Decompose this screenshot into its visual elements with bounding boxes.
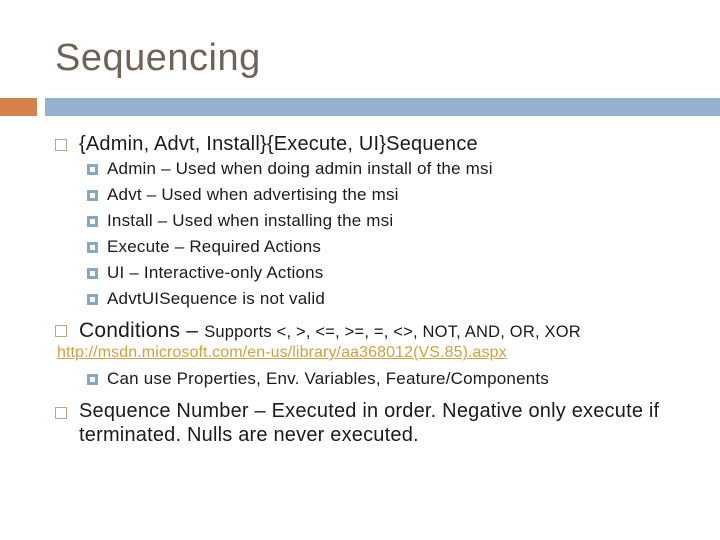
- sub-bullet-can-use: Can use Properties, Env. Variables, Feat…: [87, 368, 549, 390]
- square-bullet-icon: [87, 374, 98, 385]
- divider-orange-block: [0, 98, 37, 116]
- sub-bullet-text: Execute – Required Actions: [107, 237, 322, 256]
- conditions-lead-text: Conditions –: [79, 319, 205, 342]
- sub-bullet-admin: Admin – Used when doing admin install of…: [87, 158, 493, 180]
- sub-bullet-text: Can use Properties, Env. Variables, Feat…: [107, 369, 550, 388]
- sub-bullet-execute: Execute – Required Actions: [87, 236, 321, 258]
- square-bullet-icon: [87, 216, 98, 227]
- conditions-operators-text: Supports <, >, <=, >=, =, <>, NOT, AND, …: [204, 323, 581, 341]
- square-bullet-icon: [87, 164, 98, 175]
- square-bullet-icon: [87, 190, 98, 201]
- sub-bullet-advt: Advt – Used when advertising the msi: [87, 184, 399, 206]
- bullet-item-sequences: {Admin, Advt, Install}{Execute, UI}Seque…: [55, 131, 478, 158]
- square-bullet-icon: [87, 294, 98, 305]
- bullet-text: {Admin, Advt, Install}{Execute, UI}Seque…: [79, 133, 478, 155]
- slide-title: Sequencing: [55, 37, 261, 79]
- square-bullet-icon: [55, 407, 67, 419]
- bullet-text: Conditions – Supports <, >, <=, >=, =, <…: [79, 317, 581, 346]
- msdn-hyperlink[interactable]: http://msdn.microsoft.com/en-us/library/…: [57, 344, 507, 361]
- sub-bullet-text: Install – Used when installing the msi: [107, 211, 394, 230]
- sub-bullet-text: Admin – Used when doing admin install of…: [107, 159, 493, 178]
- bullet-item-conditions: Conditions – Supports <, >, <=, >=, =, <…: [55, 317, 581, 346]
- sub-bullet-text: Advt – Used when advertising the msi: [107, 185, 399, 204]
- sub-bullet-install: Install – Used when installing the msi: [87, 210, 393, 232]
- sub-bullet-text: UI – Interactive-only Actions: [107, 263, 324, 282]
- square-bullet-icon: [87, 268, 98, 279]
- sub-bullet-advtuisequence: AdvtUISequence is not valid: [87, 288, 325, 310]
- bullet-text: Sequence Number – Executed in order. Neg…: [79, 400, 660, 446]
- divider-blue-bar: [45, 98, 720, 116]
- sub-bullet-text: AdvtUISequence is not valid: [107, 289, 326, 308]
- square-bullet-icon: [55, 139, 67, 151]
- square-bullet-icon: [87, 242, 98, 253]
- bullet-item-sequence-number: Sequence Number – Executed in order. Neg…: [55, 399, 691, 447]
- sub-bullet-ui: UI – Interactive-only Actions: [87, 262, 324, 284]
- square-bullet-icon: [55, 325, 67, 337]
